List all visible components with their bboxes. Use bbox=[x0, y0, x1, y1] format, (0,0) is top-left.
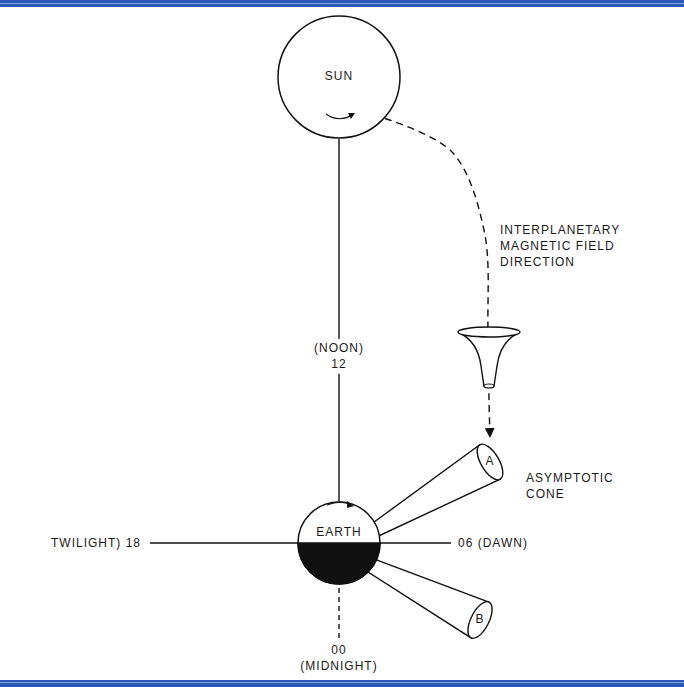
sun-circle: SUN bbox=[277, 15, 401, 139]
sun-outline bbox=[278, 16, 400, 138]
node-label: SUN bbox=[325, 69, 353, 85]
bottom-band bbox=[0, 680, 684, 687]
bottom-band-line bbox=[0, 682, 684, 683]
cone-opening bbox=[463, 598, 497, 642]
field-line bbox=[385, 118, 490, 438]
dawn-axis bbox=[380, 542, 451, 543]
noon-line bbox=[338, 139, 339, 501]
field-cone-rim bbox=[458, 327, 520, 337]
field-cone bbox=[458, 332, 520, 386]
asymptotic-cone-mouth: B bbox=[456, 596, 504, 644]
midnight-axis bbox=[338, 588, 339, 638]
hour-label: 06 (DAWN) bbox=[456, 535, 530, 551]
night-side bbox=[298, 543, 380, 584]
top-band bbox=[0, 0, 684, 7]
cone-label: ASYMPTOTIC CONE bbox=[526, 470, 614, 502]
earth-circle: EARTH bbox=[297, 501, 381, 585]
rotation-arrowhead bbox=[347, 501, 354, 508]
twilight-axis bbox=[150, 542, 298, 543]
hour-label: 00 (MIDNIGHT) bbox=[300, 642, 377, 674]
rotation-arrowhead bbox=[348, 113, 355, 119]
node-label: B bbox=[475, 612, 484, 628]
earth-outline bbox=[298, 502, 380, 584]
field-cone-tip bbox=[484, 384, 494, 388]
rotation-arrow bbox=[326, 114, 352, 119]
node-label: EARTH bbox=[316, 525, 361, 541]
node-label: A bbox=[485, 454, 494, 470]
top-band-line bbox=[0, 3, 684, 4]
hour-label: TWILIGHT) 18 bbox=[49, 535, 143, 551]
rotation-arrow bbox=[327, 502, 350, 505]
asymptotic-cone-mouth: A bbox=[466, 438, 514, 486]
edge-label: (NOON) 12 bbox=[311, 339, 367, 373]
node-outline bbox=[297, 501, 381, 585]
cone-opening bbox=[472, 440, 508, 484]
field-label: INTERPLANETARY MAGNETIC FIELD DIRECTION bbox=[500, 222, 650, 271]
